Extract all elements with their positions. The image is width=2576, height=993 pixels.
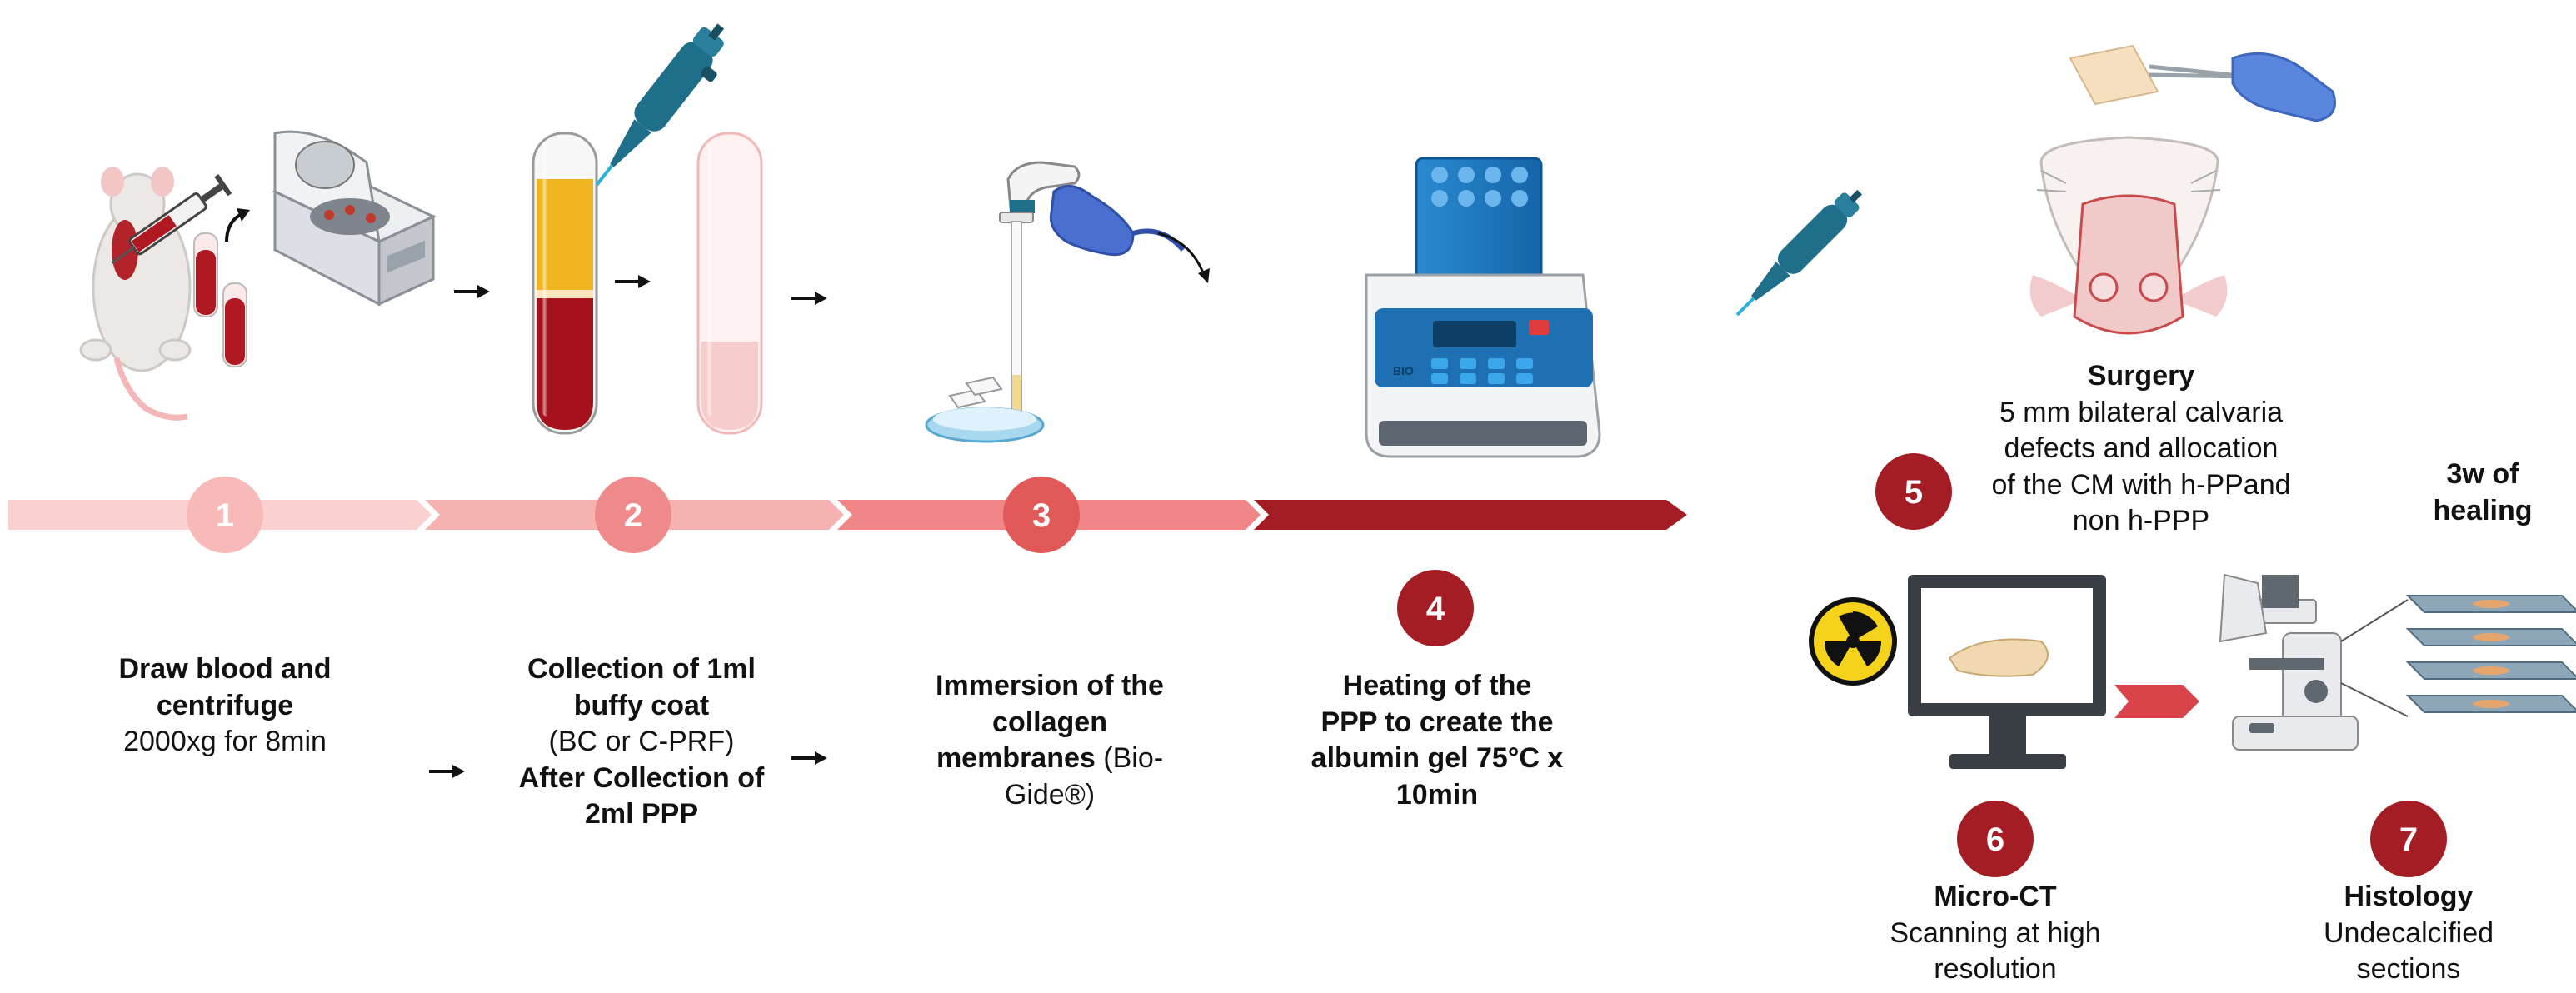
plasma-tube-icon	[696, 132, 763, 435]
caption-line: After Collection of	[518, 761, 765, 794]
centrifuge-icon	[272, 130, 437, 307]
caption-line: (BC or C-PRF)	[548, 726, 735, 758]
pipette-icon	[1735, 189, 1862, 317]
step-circle-1	[187, 477, 263, 553]
step-7-caption: Histology Undecalcified sections	[2275, 879, 2542, 988]
step-6-caption: Micro-CT Scanning at high resolution	[1845, 879, 2145, 988]
flow-arrows	[225, 208, 827, 778]
caption-line: 5 mm bilateral calvaria	[1999, 396, 2284, 428]
arrow-icon	[615, 275, 651, 288]
caption-line: Draw blood and	[118, 653, 332, 685]
slide-stack-icon	[2405, 595, 2576, 713]
step-circle-5	[1875, 453, 1952, 530]
timeline-band	[8, 500, 1687, 530]
pipette-controller-icon	[999, 161, 1081, 421]
glove-icon	[1049, 185, 1210, 283]
step-circle-3	[1003, 477, 1080, 553]
caption-line: sections	[2356, 953, 2461, 986]
device-brand-label: BIO	[1393, 364, 1414, 377]
caption-bold-part: membranes	[936, 742, 1096, 775]
caption-line: Micro-CT	[1934, 881, 2057, 912]
healing-label: 3w of healing	[2399, 457, 2566, 529]
step-number-5: 5	[1905, 474, 1923, 511]
caption-line: 2000xg for 8min	[123, 726, 327, 758]
glove-icon	[2231, 52, 2336, 122]
skull-icon	[2029, 136, 2228, 335]
caption-line: collagen	[992, 706, 1107, 738]
pipette-icon	[595, 23, 725, 187]
arrow-icon	[454, 285, 490, 298]
blood-tube-icon	[532, 132, 598, 435]
petri-dish-icon	[925, 376, 1045, 443]
caption-line: Histology	[2344, 881, 2474, 912]
step-number-6: 6	[1986, 821, 2004, 858]
caption-line: Gide®)	[1004, 778, 1096, 811]
caption-line: non h-PPP	[2072, 505, 2210, 537]
caption-line: of the CM with h-PPand	[1991, 468, 2291, 501]
caption-line: Undecalcified	[2323, 916, 2494, 949]
step-circle-7	[2370, 801, 2447, 877]
monitor-icon	[1908, 575, 2106, 769]
step-5-caption: Surgery 5 mm bilateral calvaria defects …	[1962, 358, 2320, 540]
radiation-icon	[1809, 597, 1897, 686]
step-number-4: 4	[1426, 591, 1445, 627]
step-number-1: 1	[216, 497, 234, 534]
caption-line: Heating of the	[1342, 670, 1532, 701]
curved-arrow-icon	[225, 208, 250, 242]
arrow-icon	[429, 765, 465, 778]
caption-line: buffy coat	[573, 689, 710, 721]
healing-line-2: healing	[2433, 494, 2533, 526]
timeline-segment-4	[1254, 500, 1687, 530]
healing-line-1: 3w of	[2446, 458, 2519, 490]
step-4-caption: Heating of the PPP to create the albumin…	[1266, 668, 1608, 813]
caption-line: Collection of 1ml	[527, 653, 756, 685]
caption-suffix: (Bio-	[1095, 742, 1164, 775]
caption-line: 10min	[1395, 778, 1479, 811]
caption-line: centrifuge	[156, 689, 294, 721]
step-circle-2	[595, 477, 671, 553]
transition-arrow-icon	[2114, 685, 2199, 718]
arrow-icon	[791, 751, 827, 765]
microscope-icon	[2219, 573, 2409, 751]
step-number-2: 2	[624, 497, 642, 534]
forceps-icon	[2069, 44, 2250, 106]
caption-line: membranes (Bio-	[875, 741, 1225, 777]
caption-line: PPP to create the	[1320, 706, 1554, 738]
step-circle-4	[1397, 570, 1474, 646]
syringe-icon	[111, 174, 232, 264]
heating-block-icon	[1365, 157, 1601, 458]
rat-icon	[79, 167, 192, 421]
step-number-3: 3	[1032, 497, 1051, 534]
caption-line: Immersion of the	[936, 670, 1164, 701]
caption-line: defects and allocation	[2004, 432, 2279, 465]
step-circle-6	[1957, 801, 2034, 877]
caption-line: 2ml PPP	[584, 798, 699, 831]
step-2-caption: Collection of 1ml buffy coat (BC or C-PR…	[467, 651, 816, 833]
caption-line: Surgery	[2087, 360, 2195, 392]
step-number-7: 7	[2399, 821, 2418, 858]
caption-line: Scanning at high	[1890, 916, 2101, 949]
step-3-caption: Immersion of the collagen membranes (Bio…	[875, 668, 1225, 813]
test-tube-icon	[193, 232, 247, 367]
caption-line: resolution	[1934, 953, 2057, 986]
step-1-caption: Draw blood and centrifuge 2000xg for 8mi…	[50, 651, 400, 761]
caption-line: albumin gel 75°C x	[1310, 742, 1564, 775]
arrow-icon	[791, 292, 827, 305]
